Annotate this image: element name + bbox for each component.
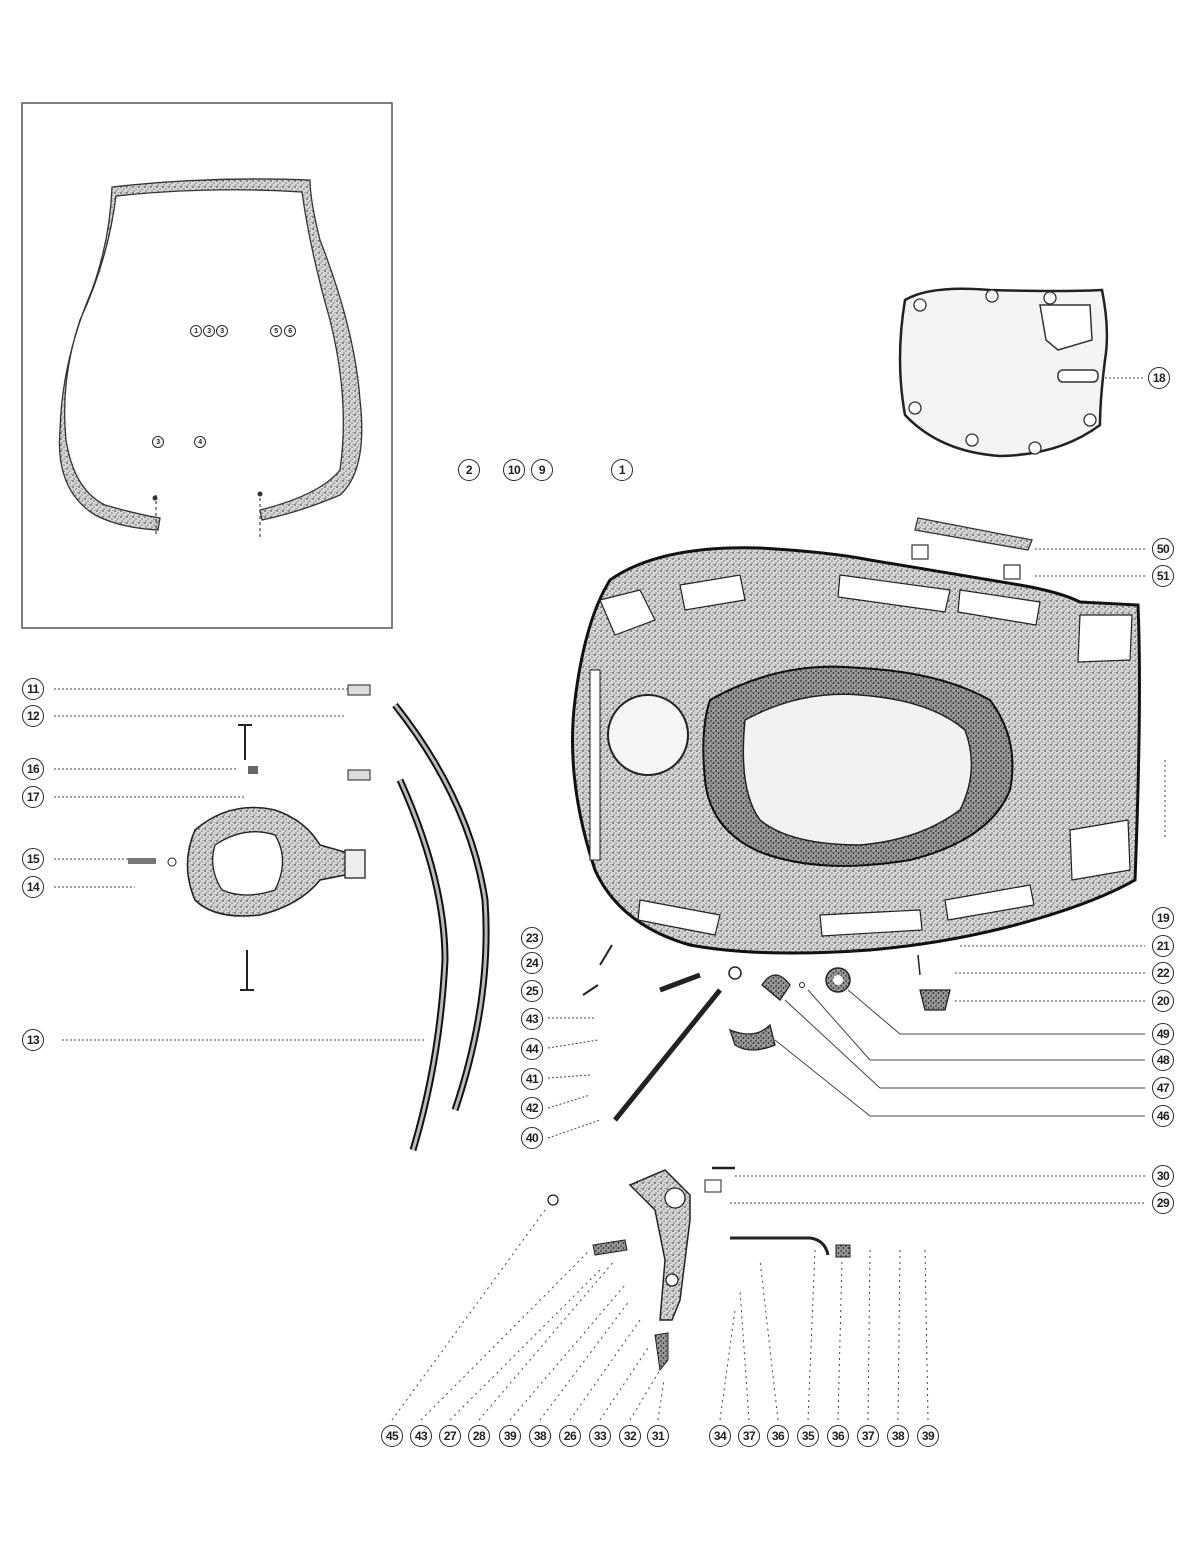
- seal-strips: [62, 702, 490, 1152]
- top-bracket: [911, 517, 1145, 580]
- callout-38: 38: [887, 1425, 909, 1447]
- callout-39: 39: [917, 1425, 939, 1447]
- callout-15: 15: [22, 848, 44, 870]
- callout-12: 12: [22, 705, 44, 727]
- callout-20: 20: [1152, 990, 1174, 1012]
- inset-callout-3: 3: [152, 436, 164, 448]
- yoke-bracket: [54, 684, 371, 991]
- callout-19: 19: [1152, 907, 1174, 929]
- callout-28: 28: [468, 1425, 490, 1447]
- callout-11: 11: [22, 678, 44, 700]
- callout-48: 48: [1152, 1049, 1174, 1071]
- gasket: [898, 287, 1145, 458]
- lower-linkage: [391, 1166, 1145, 1421]
- callout-21: 21: [1152, 935, 1174, 957]
- callout-37: 37: [738, 1425, 760, 1447]
- linkage-hardware: [547, 944, 1145, 1139]
- seal-strip: [58, 178, 363, 531]
- callout-31: 31: [647, 1425, 669, 1447]
- callout-30: 30: [1152, 1165, 1174, 1187]
- callout-23: 23: [521, 927, 543, 949]
- callout-51: 51: [1152, 565, 1174, 587]
- callout-13: 13: [22, 1029, 44, 1051]
- callout-9: 9: [531, 459, 553, 481]
- callout-14: 14: [22, 876, 44, 898]
- callout-25: 25: [521, 980, 543, 1002]
- callout-37: 37: [857, 1425, 879, 1447]
- callout-36: 36: [827, 1425, 849, 1447]
- callout-27: 27: [439, 1425, 461, 1447]
- inset-callout-3: 3: [203, 325, 215, 337]
- callout-33: 33: [589, 1425, 611, 1447]
- callout-10: 10: [503, 459, 525, 481]
- inset-callout-4: 4: [194, 436, 206, 448]
- callout-2: 2: [458, 459, 480, 481]
- callout-1: 1: [611, 459, 633, 481]
- callout-26: 26: [559, 1425, 581, 1447]
- callout-29: 29: [1152, 1192, 1174, 1214]
- inset-callout-1: 1: [190, 325, 202, 337]
- main-housing: [571, 546, 1166, 955]
- callout-47: 47: [1152, 1077, 1174, 1099]
- callout-32: 32: [619, 1425, 641, 1447]
- inset-callout-3: 3: [216, 325, 228, 337]
- callout-49: 49: [1152, 1023, 1174, 1045]
- callout-34: 34: [709, 1425, 731, 1447]
- inset-callout-6: 6: [284, 325, 296, 337]
- callout-42: 42: [521, 1097, 543, 1119]
- callout-50: 50: [1152, 538, 1174, 560]
- callout-17: 17: [22, 786, 44, 808]
- callout-45: 45: [381, 1425, 403, 1447]
- callout-35: 35: [797, 1425, 819, 1447]
- callout-40: 40: [521, 1127, 543, 1149]
- callout-36: 36: [767, 1425, 789, 1447]
- callout-39: 39: [499, 1425, 521, 1447]
- inset-callout-5: 5: [270, 325, 282, 337]
- callout-43: 43: [410, 1425, 432, 1447]
- callout-46: 46: [1152, 1105, 1174, 1127]
- callout-18: 18: [1148, 367, 1170, 389]
- callout-16: 16: [22, 758, 44, 780]
- inset-seal-panel: [21, 102, 393, 629]
- callout-43: 43: [521, 1008, 543, 1030]
- callout-44: 44: [521, 1038, 543, 1060]
- callout-38: 38: [529, 1425, 551, 1447]
- callout-22: 22: [1152, 962, 1174, 984]
- callout-41: 41: [521, 1068, 543, 1090]
- callout-24: 24: [521, 952, 543, 974]
